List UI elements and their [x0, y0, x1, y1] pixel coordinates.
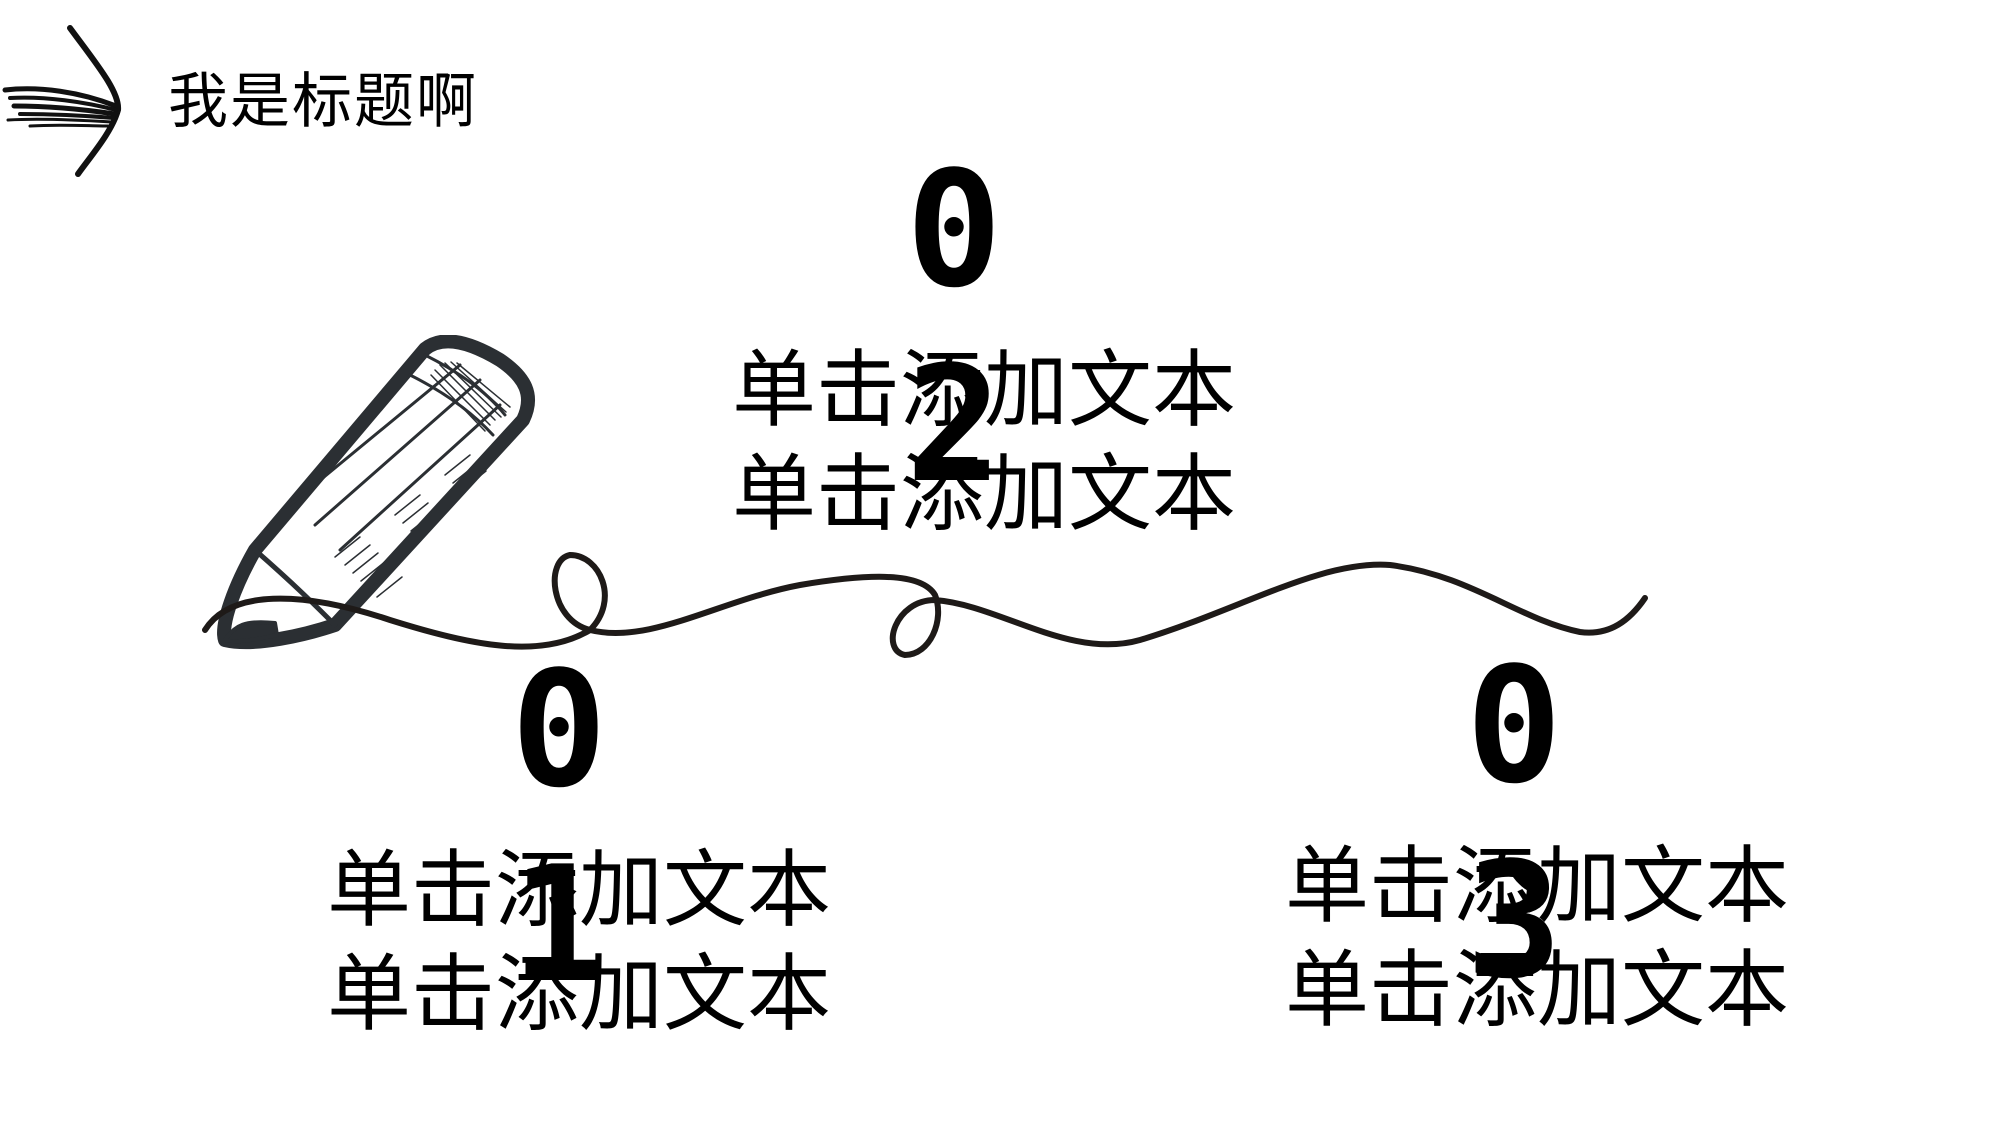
slide-title[interactable]: 我是标题啊 — [168, 67, 478, 137]
item-caption-line: 单击添加文本 — [731, 341, 1236, 439]
pencil-icon — [217, 335, 535, 650]
arrow-icon — [2, 25, 122, 177]
item-caption-line: 单击添加文本 — [326, 945, 831, 1043]
item-number-03: 03 — [1465, 632, 1563, 1014]
item-caption-line: 单击添加文本 — [1284, 837, 1789, 935]
item-caption-01[interactable]: 单击添加文本 单击添加文本 — [319, 838, 839, 1046]
item-caption-line: 单击添加文本 — [1284, 941, 1789, 1039]
item-caption-line: 单击添加文本 — [731, 445, 1236, 543]
item-caption-line: 单击添加文本 — [326, 841, 831, 939]
item-caption-03[interactable]: 单击添加文本 单击添加文本 — [1277, 834, 1797, 1042]
item-caption-02[interactable]: 单击添加文本 单击添加文本 — [724, 338, 1244, 546]
item-number-01: 01 — [510, 636, 608, 1018]
item-number-02: 02 — [905, 136, 1003, 518]
